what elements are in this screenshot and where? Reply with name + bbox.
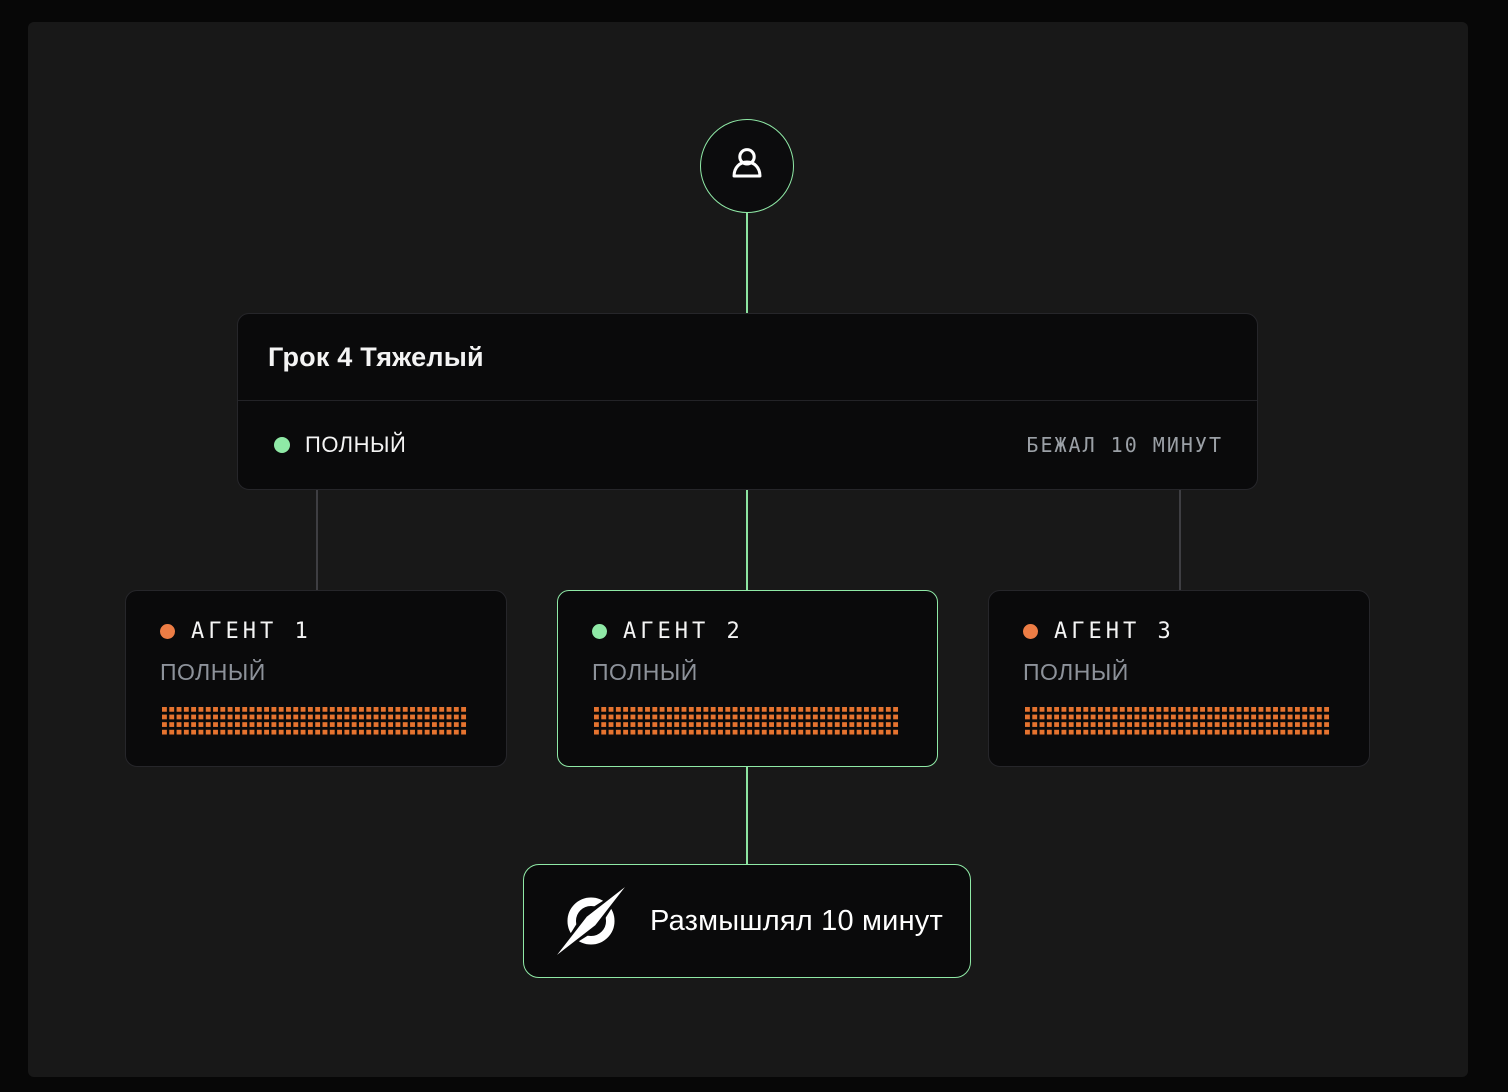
connector-user-to-root (746, 213, 748, 313)
root-status-row: ПОЛНЫЙ БЕЖАЛ 10 МИНУТ (238, 401, 1257, 489)
agent-2-status-dot (592, 624, 607, 639)
grok-logo-icon (554, 884, 628, 958)
agent-card-2[interactable]: АГЕНТ 2 ПОЛНЫЙ (557, 590, 938, 767)
agent-3-header: АГЕНТ 3 (1023, 619, 1335, 644)
result-label: Размышлял 10 минут (650, 904, 943, 937)
root-status-label: ПОЛНЫЙ (305, 432, 407, 457)
agent-3-activity-pattern (1025, 707, 1331, 735)
root-model-title: Грок 4 Тяжелый (268, 341, 484, 372)
connector-agent-2-to-result (746, 767, 748, 864)
result-card[interactable]: Размышлял 10 минут (523, 864, 971, 978)
agent-3-status-label: ПОЛНЫЙ (1023, 659, 1129, 685)
agent-1-activity-pattern (162, 707, 468, 735)
root-model-card[interactable]: Грок 4 Тяжелый ПОЛНЫЙ БЕЖАЛ 10 МИНУТ (237, 313, 1258, 490)
agent-card-3[interactable]: АГЕНТ 3 ПОЛНЫЙ (988, 590, 1370, 767)
user-node (700, 119, 794, 213)
agent-1-status-dot (160, 624, 175, 639)
agent-2-name: АГЕНТ 2 (623, 619, 744, 644)
connector-root-to-agent-2 (746, 490, 748, 590)
agent-3-status-dot (1023, 624, 1038, 639)
agent-card-1[interactable]: АГЕНТ 1 ПОЛНЫЙ (125, 590, 507, 767)
agent-2-activity-pattern (594, 707, 900, 735)
root-runtime-label: БЕЖАЛ 10 МИНУТ (1026, 433, 1223, 457)
agent-1-status-label: ПОЛНЫЙ (160, 659, 266, 685)
agent-1-name: АГЕНТ 1 (191, 619, 312, 644)
root-status-dot (274, 437, 290, 453)
agent-1-header: АГЕНТ 1 (160, 619, 472, 644)
user-icon (724, 141, 770, 192)
agents-panel: Грок 4 Тяжелый ПОЛНЫЙ БЕЖАЛ 10 МИНУТ АГЕ… (28, 22, 1468, 1077)
agent-3-name: АГЕНТ 3 (1054, 619, 1175, 644)
root-title-row: Грок 4 Тяжелый (238, 314, 1257, 401)
connector-root-to-agent-1 (316, 490, 318, 590)
agent-2-header: АГЕНТ 2 (592, 619, 903, 644)
agent-2-status-label: ПОЛНЫЙ (592, 659, 698, 685)
connector-root-to-agent-3 (1179, 490, 1181, 590)
